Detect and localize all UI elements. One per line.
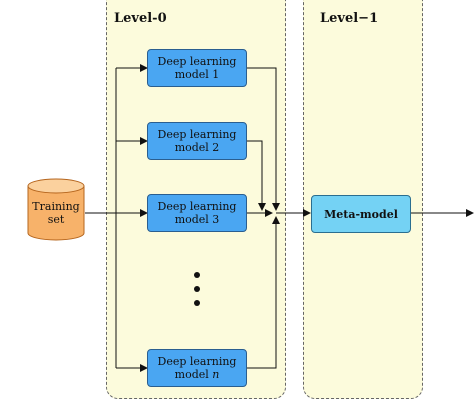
level-1-title: Level−1 [320, 11, 379, 26]
training-set-line2: set [47, 213, 65, 226]
ellipsis-dot-2 [194, 286, 200, 292]
model-n-prefix: model [174, 368, 213, 381]
level-0-title: Level-0 [114, 11, 167, 26]
model-2-box: Deep learning model 2 [147, 122, 247, 160]
model-n-box: Deep learning model n [147, 349, 247, 387]
meta-model-box: Meta-model [311, 195, 411, 233]
model-n-line2: model n [148, 368, 246, 381]
model-1-line1: Deep learning [157, 55, 237, 68]
training-set-line1: Training [32, 200, 80, 213]
ellipsis-dot-1 [194, 272, 200, 278]
model-3-line2: model 3 [174, 213, 220, 226]
output-model-1 [247, 67, 280, 211]
model-1-box: Deep learning model 1 [147, 49, 247, 87]
ellipsis-dot-3 [194, 300, 200, 306]
model-2-line2: model 2 [174, 141, 220, 154]
output-model-2 [247, 140, 266, 211]
model-n-suffix: n [212, 368, 220, 381]
output-model-n [247, 216, 280, 369]
model-2-line1: Deep learning [157, 128, 237, 141]
model-1-line2: model 1 [174, 68, 220, 81]
model-3-box: Deep learning model 3 [147, 194, 247, 232]
model-n-line1: Deep learning [157, 355, 237, 368]
training-set-label: Training set [27, 200, 85, 226]
training-set-cylinder-icon [27, 178, 85, 241]
model-3-line1: Deep learning [157, 200, 237, 213]
